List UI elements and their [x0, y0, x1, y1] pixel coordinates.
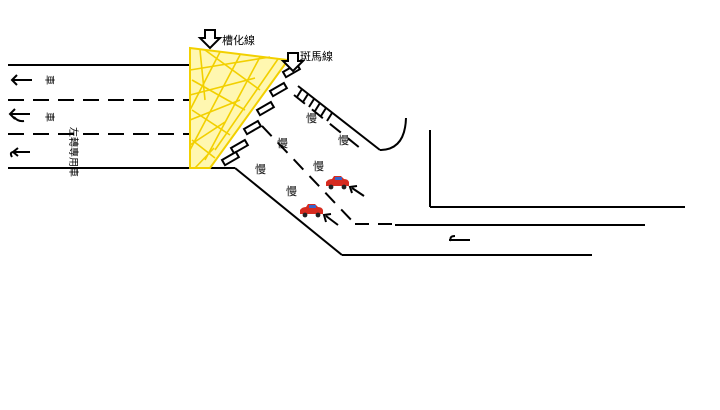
crosswalk-bar: [268, 81, 289, 98]
left-arrow-icon: [449, 235, 470, 242]
diagonal-upper-edge: [297, 85, 381, 151]
slow-marking: 慢: [277, 137, 288, 150]
crosswalk-bar: [229, 138, 250, 155]
crosswalk-bar: [220, 150, 241, 167]
left-arrow-icon: [8, 108, 30, 123]
slow-marking: 慢: [313, 160, 324, 173]
right-road-curb: [379, 117, 407, 151]
left-arrow-icon: [9, 147, 30, 158]
diagonal-lower-edge: [234, 167, 343, 256]
channelization-hatch: [189, 49, 279, 169]
channelization-area: [189, 46, 290, 169]
crosswalk-bar: [242, 119, 263, 136]
down-arrow-icon: [197, 29, 223, 50]
diagonal-arrow-icon: [322, 213, 339, 226]
slow-marking: 慢: [338, 134, 349, 147]
slow-marking: 慢: [255, 163, 266, 176]
diagonal-lane-divider-1: [293, 94, 361, 149]
left-arrow-icon: [10, 74, 32, 86]
slow-marking: 慢: [286, 185, 297, 198]
diagonal-arrow-icon: [348, 185, 365, 197]
lane-text-top: 車: [43, 75, 56, 85]
car-icon: [300, 204, 323, 218]
slow-marking: 慢: [306, 112, 317, 125]
down-arrow-icon: [280, 52, 306, 73]
stop-line-ticks: [296, 88, 333, 122]
channelization-label: 槽化線: [222, 33, 255, 47]
car-icon: [326, 176, 349, 190]
crosswalk-label: 斑馬線: [300, 49, 333, 63]
lane-text-bottom: 左轉專用車: [67, 127, 80, 177]
lane-text-mid: 車: [43, 112, 56, 122]
crosswalk-bar: [255, 100, 276, 117]
